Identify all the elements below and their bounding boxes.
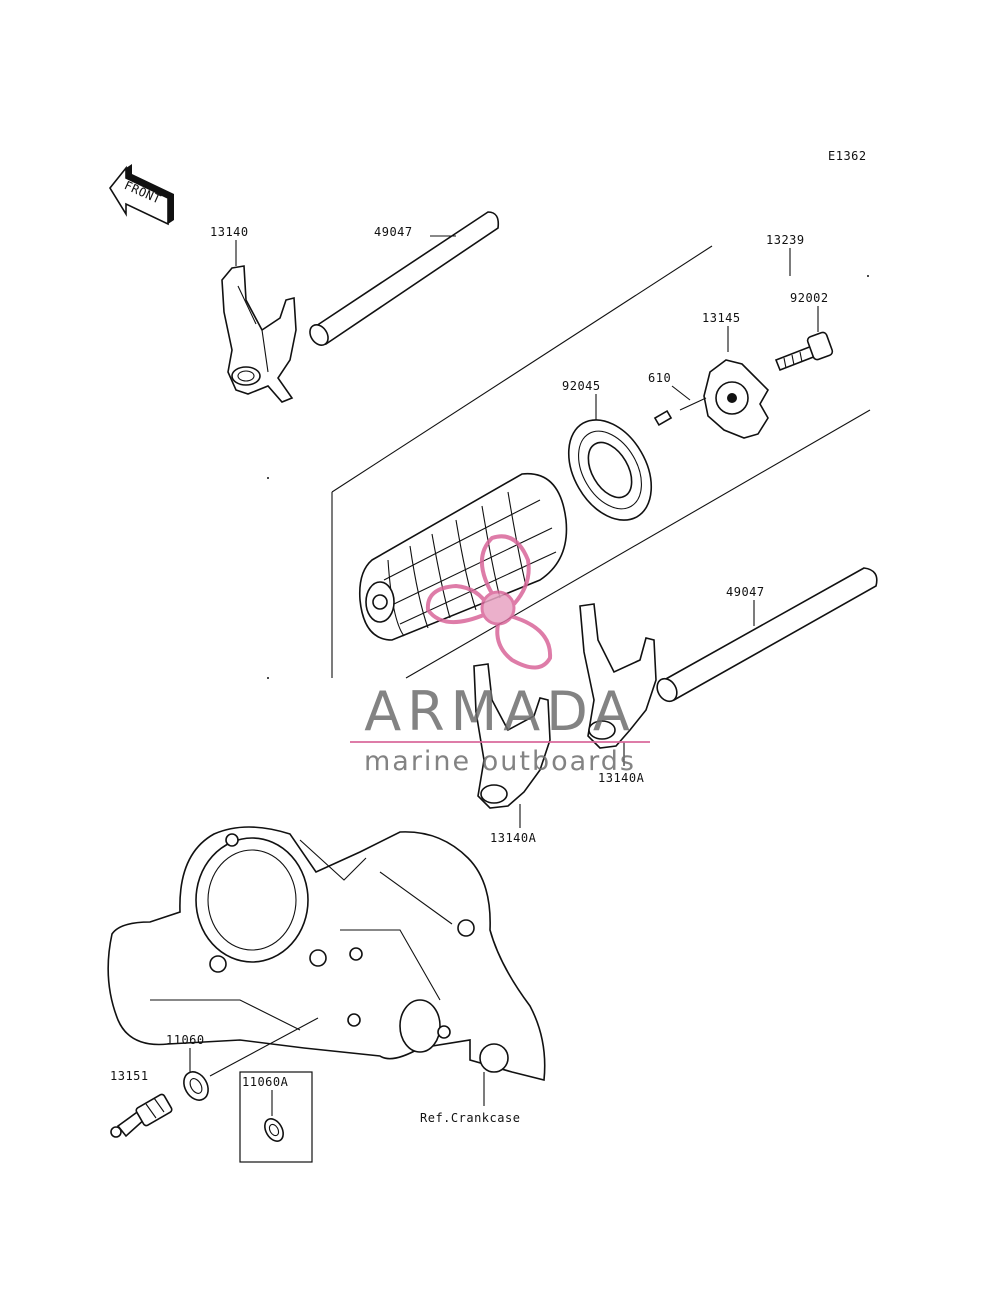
label-pin-plate: 13145	[702, 311, 741, 325]
propeller-logo-icon	[425, 534, 553, 670]
front-arrow-icon: FRONT	[109, 164, 174, 226]
shift-fork-left	[473, 663, 551, 809]
alt-part-box	[239, 1071, 313, 1163]
bearing	[567, 419, 653, 521]
label-fork-right: 13140A	[598, 771, 645, 785]
shift-fork-right	[579, 603, 657, 749]
shift-fork-upper	[221, 265, 297, 403]
label-washer-alt: 11060A	[242, 1075, 289, 1089]
label-bolt: 92002	[790, 291, 829, 305]
watermark-brand: ARMADA	[364, 680, 636, 743]
label-fork-left: 13140A	[490, 831, 537, 845]
label-shaft-upper: 49047	[374, 225, 413, 239]
label-fork-upper: 13140	[210, 225, 249, 239]
washer-alt	[264, 1118, 284, 1142]
shift-drum	[358, 472, 568, 641]
neutral-switch	[110, 1093, 173, 1138]
bolt	[774, 331, 834, 372]
watermark: ARMADA marine outboards	[350, 534, 650, 777]
assembly-outline	[267, 245, 871, 679]
label-pin: 610	[648, 371, 671, 385]
drum-pin-plate	[703, 359, 769, 439]
label-drum-assy: 13239	[766, 233, 805, 247]
label-washer: 11060	[166, 1033, 205, 1047]
washer	[183, 1071, 209, 1101]
shift-rod-lower	[656, 567, 878, 703]
diagram-code: E1362	[828, 149, 867, 163]
label-bearing: 92045	[562, 379, 601, 393]
pin	[653, 409, 673, 427]
shift-rod-upper	[309, 211, 500, 346]
crankcase	[107, 826, 546, 1082]
label-shaft-lower: 49047	[726, 585, 765, 599]
label-crankcase-ref: Ref.Crankcase	[420, 1111, 520, 1125]
watermark-tagline: marine outboards	[364, 746, 636, 777]
label-sensor: 13151	[110, 1069, 149, 1083]
